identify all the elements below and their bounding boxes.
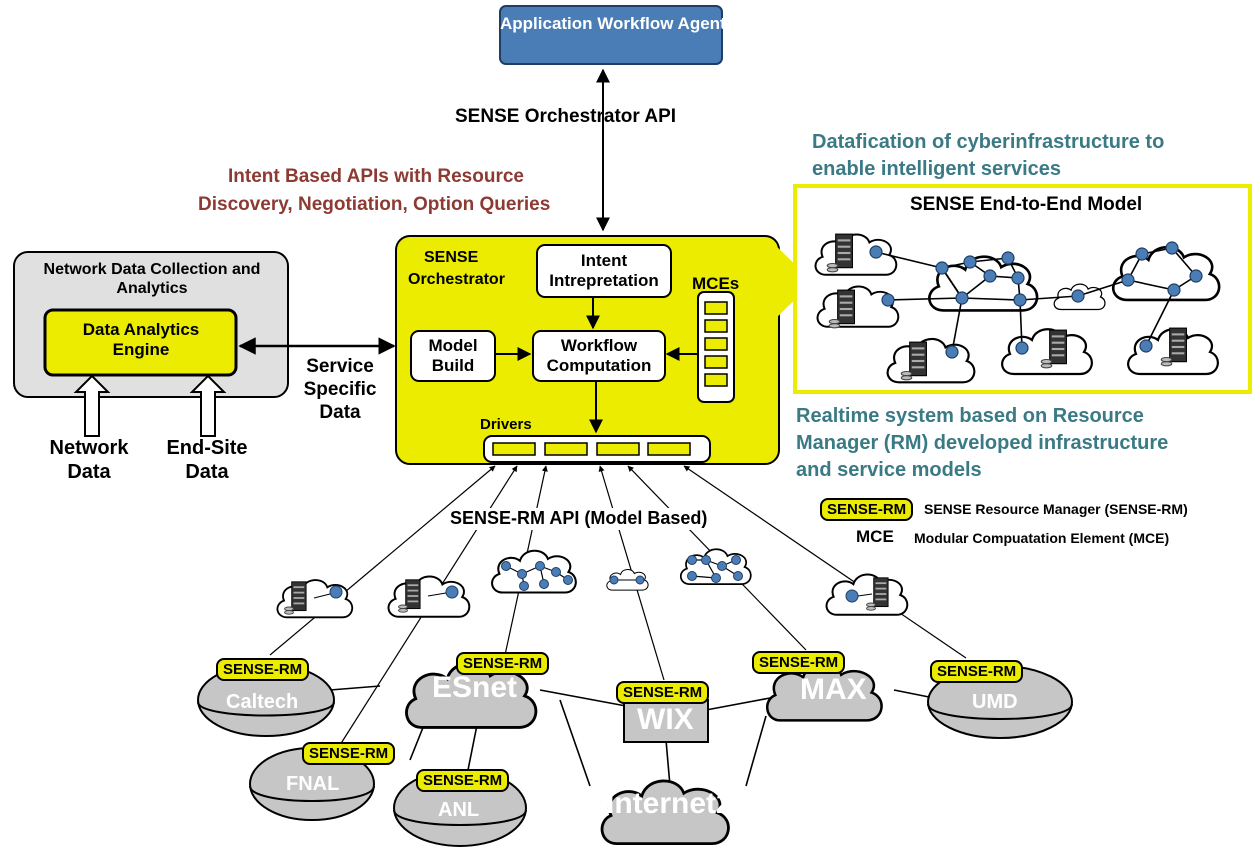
realtime-line1: Realtime system based on Resource xyxy=(796,405,1144,427)
workflow-computation-box: Workflow Computation xyxy=(532,330,666,382)
rm-tag-fnal: SENSE-RM xyxy=(302,742,396,765)
site-caltech: Caltech xyxy=(226,691,299,713)
endsite-data-label: End-Site Data xyxy=(166,437,248,483)
mces-label: MCEs xyxy=(692,274,740,293)
datafication-arrow xyxy=(750,240,813,324)
agent-box xyxy=(499,5,723,65)
datafication-line1: Datafication of cyberinfrastructure to xyxy=(812,131,1165,153)
legend-rm-text: SENSE Resource Manager (SENSE-RM) xyxy=(924,501,1188,517)
realtime-line3: and service models xyxy=(796,459,982,481)
legend-rm-tag: SENSE-RM xyxy=(820,498,914,521)
rm-tag-umd: SENSE-RM xyxy=(930,660,1024,683)
intent-apis-line2: Discovery, Negotiation, Option Queries xyxy=(198,194,551,215)
analytics-title: Network Data Collection and Analytics xyxy=(43,261,261,298)
analytics-engine-box xyxy=(43,308,238,377)
orchestrator-title-2: Orchestrator xyxy=(408,271,505,288)
rm-tag-caltech: SENSE-RM xyxy=(216,658,310,681)
site-links xyxy=(329,685,935,787)
agent-label: Application Workflow Agent xyxy=(500,14,726,33)
intent-interpretation-box: Intent Intrepretation xyxy=(536,244,672,298)
network-data-label: Network Data xyxy=(49,437,129,483)
orchestrator-title-1: SENSE xyxy=(424,249,479,266)
legend-mce-tag: MCE xyxy=(856,527,894,546)
rm-api-label: SENSE-RM API (Model Based) xyxy=(450,508,708,530)
driver-slots xyxy=(492,442,691,456)
site-esnet: ESnet xyxy=(432,671,518,704)
site-model-clouds xyxy=(276,548,909,619)
rm-tag-anl: SENSE-RM xyxy=(416,769,510,792)
network-data-arrow xyxy=(73,374,111,437)
orchestrator-api-label: SENSE Orchestrator API xyxy=(455,106,677,127)
analytics-engine-label: Data Analytics Engine xyxy=(82,320,200,360)
realtime-line2: Manager (RM) developed infrastructure xyxy=(796,432,1169,454)
site-fnal: FNAL xyxy=(286,773,340,795)
model-network xyxy=(814,232,1221,384)
rm-tag-wix: SENSE-RM xyxy=(616,681,710,704)
datafication-line2: enable intelligent services xyxy=(812,158,1061,180)
rm-tag-max: SENSE-RM xyxy=(752,651,846,674)
legend-mce-text: Modular Compuatation Element (MCE) xyxy=(914,530,1170,546)
site-wix: WIX xyxy=(637,703,694,736)
rm-tag-esnet: SENSE-RM xyxy=(456,652,550,675)
site-anl: ANL xyxy=(438,799,480,821)
service-data-label: Service Specific Data xyxy=(303,356,377,423)
site-max: MAX xyxy=(800,673,867,706)
model-title: SENSE End-to-End Model xyxy=(910,194,1143,215)
model-build-box: Model Build xyxy=(410,330,496,382)
intent-apis-line1: Intent Based APIs with Resource xyxy=(228,166,524,187)
drivers-label: Drivers xyxy=(480,416,532,433)
endsite-data-arrow xyxy=(189,374,227,437)
site-umd: UMD xyxy=(972,691,1018,713)
site-internet2: Internet2 xyxy=(606,787,733,820)
mce-slots xyxy=(704,301,728,387)
